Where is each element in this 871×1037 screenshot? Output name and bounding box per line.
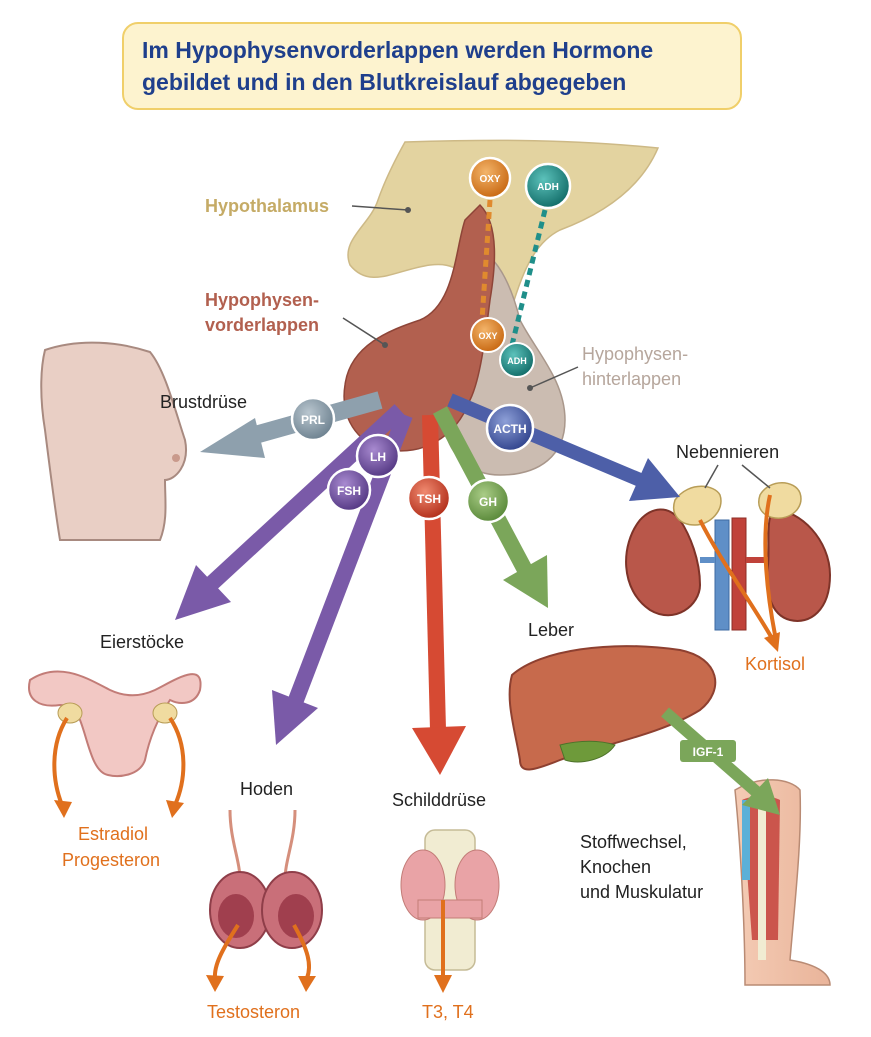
- svg-text:OXY: OXY: [478, 331, 497, 341]
- hvl-leader-dot: [382, 342, 388, 348]
- stoffwechsel-label-2: Knochen: [580, 857, 651, 877]
- stoffwechsel-label-1: Stoffwechsel,: [580, 832, 687, 852]
- testosteron-arrow-right-head: [298, 976, 316, 992]
- progesteron-label: Progesteron: [62, 850, 160, 870]
- svg-text:GH: GH: [479, 495, 497, 509]
- leg-illustration: [734, 779, 831, 986]
- prl-ball: PRL: [290, 396, 336, 442]
- kortisol-label: Kortisol: [745, 654, 805, 674]
- hvl-label-1: Hypophysen-: [205, 290, 319, 310]
- hvl-leader: [342, 317, 386, 346]
- nebennieren-label: Nebennieren: [676, 442, 779, 462]
- eierstoecke-label: Eierstöcke: [100, 632, 184, 652]
- acth-arrow-shaft: [447, 393, 643, 487]
- stoffwechsel-label-3: und Muskulatur: [580, 882, 703, 902]
- svg-text:IGF-1: IGF-1: [693, 745, 724, 759]
- hhl-leader: [529, 366, 579, 389]
- schilddruese-label: Schilddrüse: [392, 790, 486, 810]
- fsh-arrow-head: [272, 690, 318, 745]
- kortisol-arrow: [698, 519, 775, 641]
- adh-ball-top: ADH: [524, 162, 572, 210]
- hhl-label-1: Hypophysen-: [582, 344, 688, 364]
- kortisol-arrow-2: [763, 494, 778, 641]
- svg-text:FSH: FSH: [337, 484, 361, 498]
- acth-arrow-head: [629, 458, 680, 501]
- hhl-leader-dot: [527, 385, 533, 391]
- hypothalamus-leader-dot: [405, 207, 411, 213]
- title-line-1: Im Hypophysenvorderlappen werden Hormone: [142, 37, 654, 63]
- prl-arrow-head: [200, 418, 265, 458]
- svg-text:PRL: PRL: [301, 413, 325, 427]
- testosteron-arrow-left-head: [206, 975, 224, 992]
- hoden-label: Hoden: [240, 779, 293, 799]
- fsh-ball: FSH: [326, 467, 372, 513]
- hypothalamus-leader: [351, 205, 409, 211]
- hvl-label-2: vorderlappen: [205, 315, 319, 335]
- acth-ball: ACTH: [485, 403, 535, 453]
- igf1-badge: IGF-1: [680, 740, 736, 762]
- svg-text:ACTH: ACTH: [493, 422, 526, 436]
- breast-illustration: [40, 341, 187, 541]
- estradiol-arrow-left: [52, 716, 69, 806]
- t3t4-arrow-head: [434, 975, 452, 993]
- liver-illustration: [508, 645, 717, 771]
- estradiol-arrow-left-head: [54, 800, 72, 818]
- svg-text:OXY: OXY: [479, 174, 500, 185]
- brustdruese-label: Brustdrüse: [160, 392, 247, 412]
- oxy-ball-top: OXY: [468, 156, 512, 200]
- estradiol-arrow-right: [168, 716, 186, 806]
- nebennieren-leader-left: [704, 464, 719, 489]
- testes-illustration: [209, 809, 323, 949]
- svg-text:TSH: TSH: [417, 492, 441, 506]
- igf1-arrow-head: [742, 778, 780, 815]
- thyroid-illustration: [400, 829, 500, 971]
- estradiol-arrow-right-head: [166, 800, 184, 818]
- svg-text:ADH: ADH: [507, 356, 527, 366]
- title-box: Im Hypophysenvorderlappen werden Hormone…: [122, 22, 742, 110]
- tsh-ball: TSH: [406, 475, 452, 521]
- testosteron-arrow-right: [292, 924, 312, 979]
- oxy-pathway-line: [479, 199, 493, 321]
- title-line-2: gebildet und in den Blutkreislauf abgege…: [142, 69, 627, 95]
- svg-text:LH: LH: [370, 450, 386, 464]
- leber-label: Leber: [528, 620, 574, 640]
- tsh-arrow-shaft: [422, 414, 446, 731]
- gh-arrow-head: [503, 555, 548, 608]
- adh-ball-bottom: ADH: [499, 342, 535, 378]
- svg-text:ADH: ADH: [537, 182, 559, 193]
- tsh-arrow-head: [412, 726, 466, 775]
- nebennieren-leader-right: [741, 464, 771, 489]
- nipple-detail: [172, 454, 180, 462]
- kidneys-illustration: [625, 482, 832, 631]
- estradiol-label: Estradiol: [78, 824, 148, 844]
- lh-ball: LH: [355, 433, 401, 479]
- lh-arrow-head: [175, 565, 231, 620]
- testosteron-label: Testosteron: [207, 1002, 300, 1022]
- t3t4-label: T3, T4: [422, 1002, 474, 1022]
- hhl-label-2: hinterlappen: [582, 369, 681, 389]
- hypothalamus-label: Hypothalamus: [205, 196, 329, 216]
- gh-ball: GH: [465, 478, 511, 524]
- testosteron-arrow-left: [212, 923, 240, 979]
- oxy-ball-bottom: OXY: [470, 317, 506, 353]
- kortisol-arrow-head: [764, 632, 780, 652]
